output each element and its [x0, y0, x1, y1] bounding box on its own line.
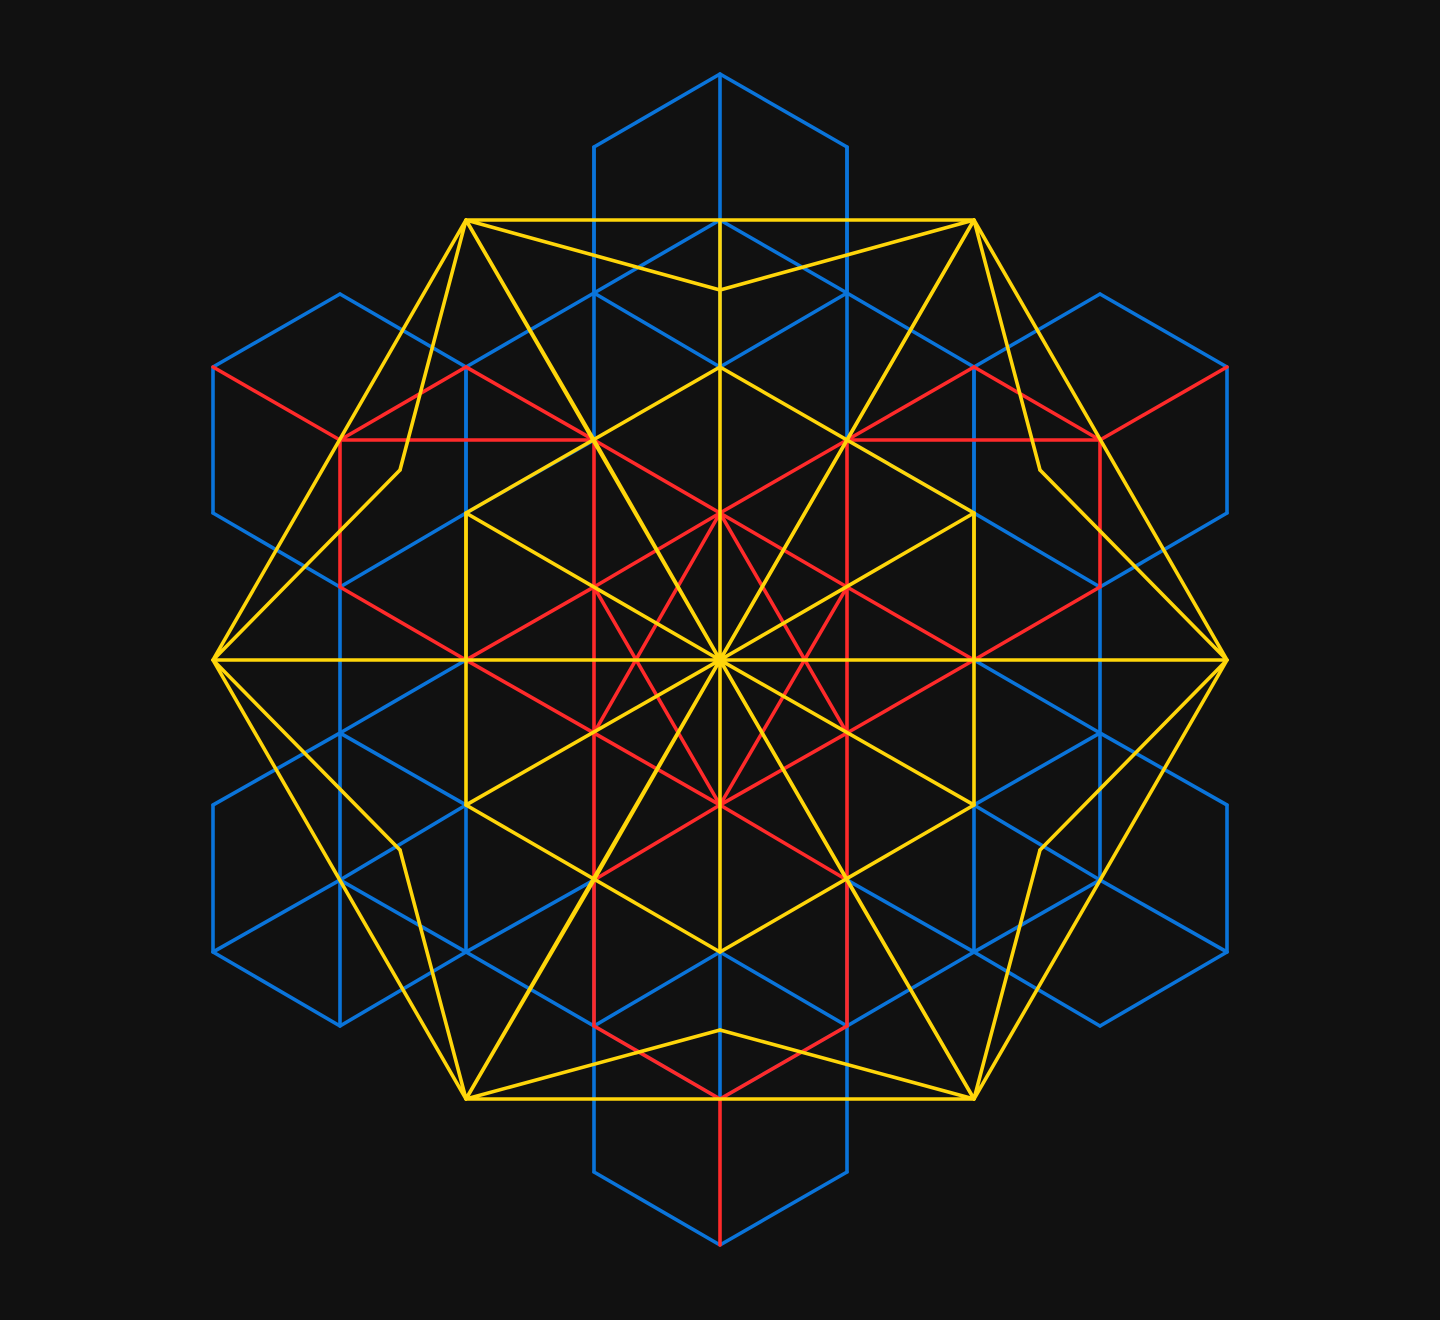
- blue-lattice-edge: [718, 218, 849, 295]
- yellow-framework-edge: [718, 1028, 976, 1101]
- blue-lattice-edge: [592, 1170, 722, 1247]
- yellow-framework-edge: [211, 658, 402, 852]
- red-lattice-edge: [592, 803, 722, 882]
- blue-lattice-edge: [211, 292, 342, 369]
- blue-lattice-edge: [592, 291, 722, 369]
- yellow-framework-edge: [718, 438, 849, 662]
- yellow-framework-edge: [1038, 468, 1229, 662]
- blue-lattice-edge: [592, 950, 722, 1028]
- red-lattice-edge: [845, 585, 976, 662]
- yellow-framework-edge: [718, 218, 976, 292]
- yellow-framework-edge: [1038, 658, 1229, 852]
- yellow-framework-edge: [718, 658, 849, 882]
- yellow-framework-edge: [211, 218, 468, 662]
- red-lattice-edge: [592, 438, 722, 515]
- red-lattice-edge: [464, 365, 596, 442]
- blue-lattice-edge: [211, 878, 342, 954]
- blue-lattice-edge: [1098, 950, 1229, 1028]
- red-lattice-edge: [845, 658, 976, 735]
- blue-lattice-edge: [592, 72, 722, 149]
- yellow-framework-edge: [592, 438, 722, 662]
- blue-lattice-edge: [845, 878, 976, 954]
- yellow-framework-edge: [211, 468, 402, 662]
- blue-lattice-edge: [718, 1170, 849, 1247]
- yellow-framework-edge: [718, 511, 976, 662]
- yellow-framework-edge: [972, 218, 1042, 472]
- blue-lattice-edge: [338, 511, 468, 589]
- yellow-framework-edge: [972, 658, 1229, 1101]
- blue-lattice-edge: [338, 731, 468, 807]
- yellow-framework-edge: [211, 658, 468, 1101]
- red-lattice-edge: [845, 365, 976, 442]
- blue-lattice-edge: [972, 803, 1102, 882]
- yellow-framework-edge: [718, 658, 976, 807]
- yellow-framework-edge: [464, 1028, 722, 1101]
- red-lattice-edge: [464, 658, 596, 735]
- blue-lattice-edge: [592, 218, 722, 295]
- red-lattice-edge: [338, 585, 468, 662]
- blue-lattice-edge: [972, 878, 1102, 954]
- blue-lattice-edge: [972, 658, 1102, 735]
- red-lattice-edge: [464, 585, 596, 662]
- blue-lattice-edge: [211, 950, 342, 1028]
- red-lattice-edge: [592, 1024, 722, 1101]
- yellow-framework-edge: [464, 218, 722, 292]
- yellow-star-framework: [211, 218, 1229, 1101]
- red-lattice-edge: [718, 803, 849, 882]
- red-lattice-edge: [718, 438, 849, 515]
- red-lattice-edge: [972, 365, 1102, 442]
- yellow-framework-edge: [972, 218, 1229, 662]
- blue-lattice-edge: [718, 72, 849, 149]
- blue-lattice-edge: [718, 291, 849, 369]
- blue-lattice-edge: [1098, 292, 1229, 369]
- blue-lattice-edge: [338, 803, 468, 882]
- red-lattice-edge: [1098, 365, 1229, 442]
- blue-lattice-edge: [1098, 878, 1229, 954]
- red-lattice-edge: [718, 1024, 849, 1101]
- red-hexagon-lattice: [211, 365, 1229, 1247]
- yellow-framework-edge: [464, 511, 722, 662]
- blue-lattice-edge: [972, 511, 1102, 589]
- blue-lattice-edge: [972, 731, 1102, 807]
- yellow-framework-edge: [464, 658, 722, 807]
- blue-lattice-edge: [338, 878, 468, 954]
- yellow-framework-edge: [972, 848, 1042, 1101]
- yellow-framework-edge: [592, 658, 722, 882]
- blue-lattice-edge: [464, 878, 596, 954]
- red-lattice-edge: [972, 585, 1102, 662]
- red-lattice-edge: [211, 365, 342, 442]
- red-lattice-edge: [338, 365, 468, 442]
- blue-lattice-edge: [718, 950, 849, 1028]
- yellow-framework-edge: [398, 218, 468, 472]
- yellow-framework-edge: [398, 848, 468, 1101]
- blue-lattice-edge: [338, 658, 468, 735]
